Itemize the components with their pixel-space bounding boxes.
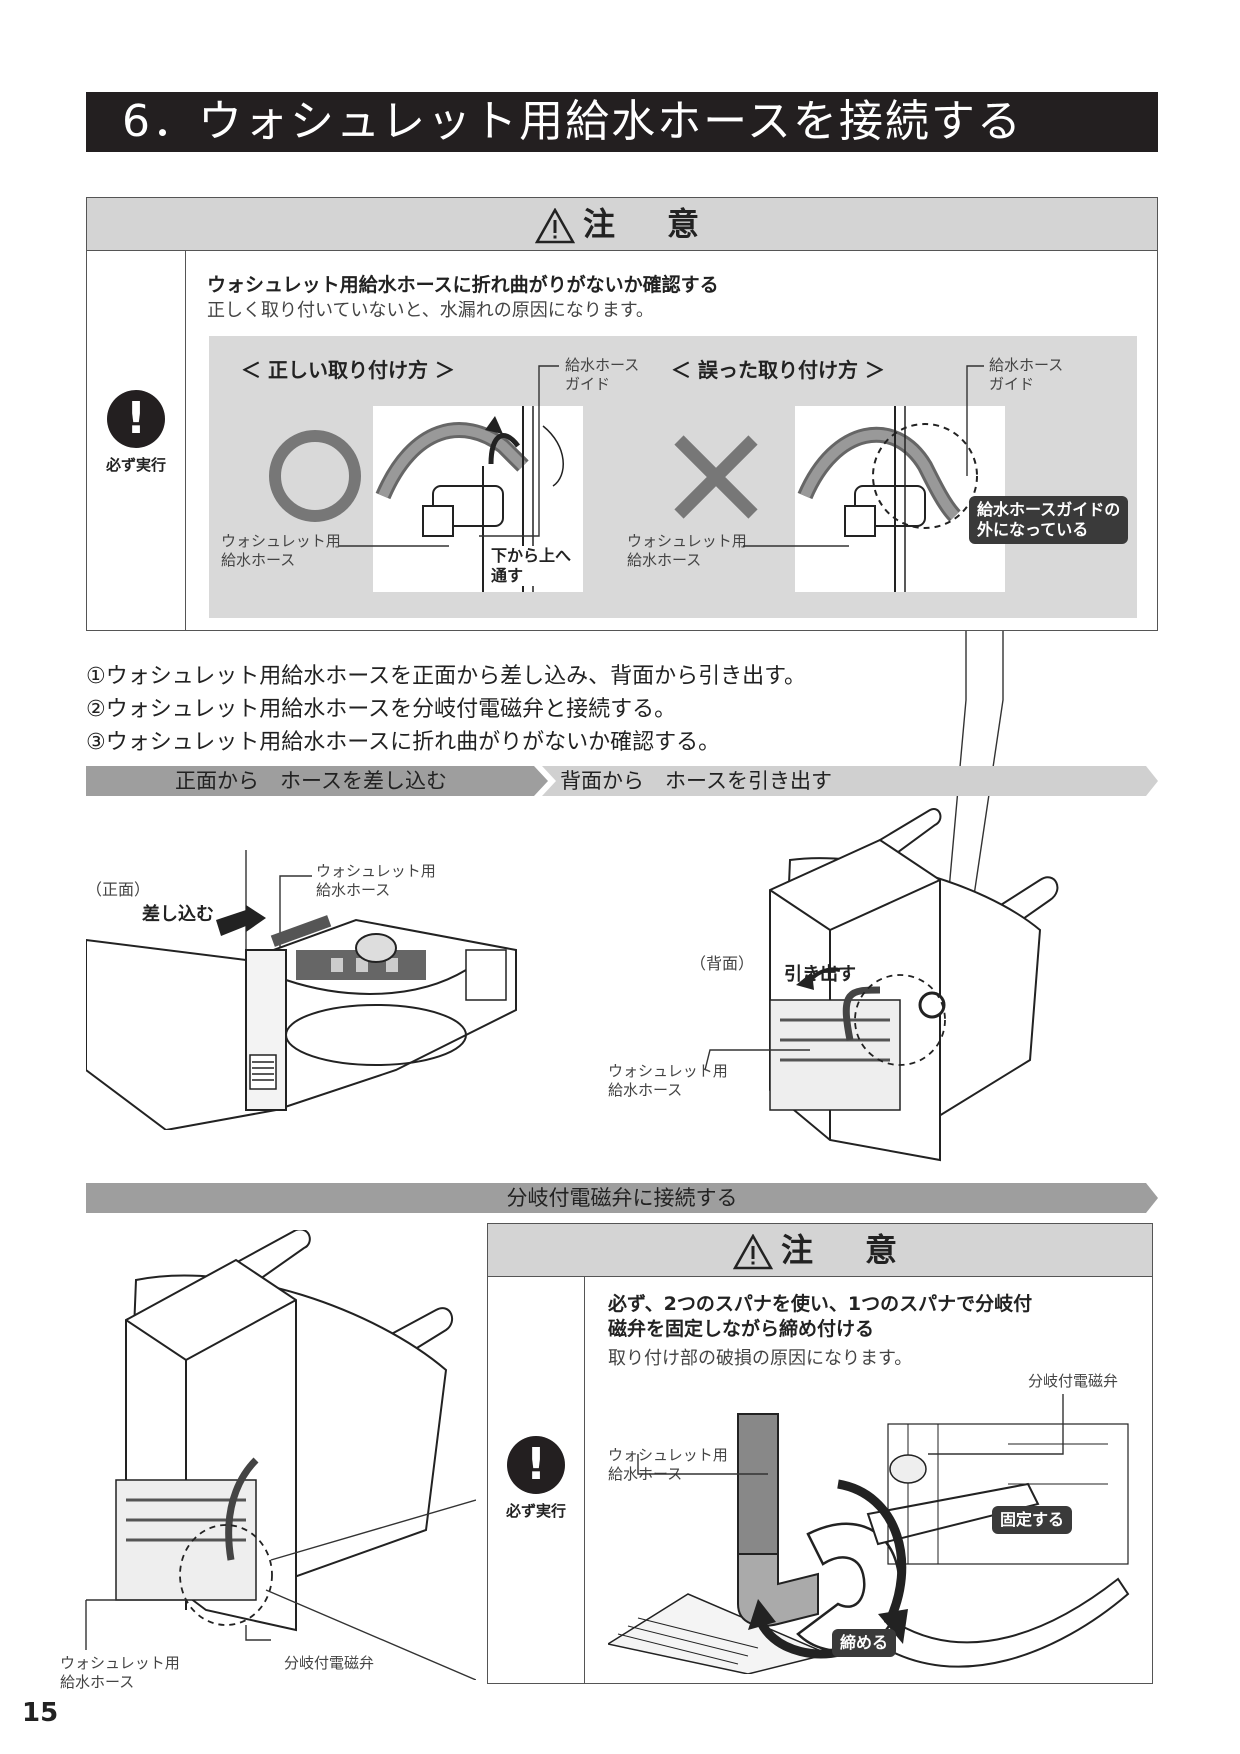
wrong-title: ＜ 誤った取り付け方 ＞ [671, 358, 885, 382]
correct-title: ＜ 正しい取り付け方 ＞ [241, 358, 455, 382]
bar-front-label: 正面から ホースを差し込む [175, 769, 447, 793]
step-1: ①ウォシュレット用給水ホースを正面から差し込み、背面から引き出す。 [86, 664, 806, 689]
caution-title: 注 意 [582, 205, 709, 243]
warning-icon [534, 208, 575, 244]
caution-subtext: 正しく取り付いていないと、水漏れの原因になります。 [207, 300, 654, 321]
caution-box: 注 意 ! 必ず実行 必ず、2つのスパナを使い、1つのスパナで分岐付 磁弁を固定… [487, 1223, 1153, 1684]
caution-header: 注 意 [87, 198, 1157, 251]
exclamation-icon: ! [107, 390, 165, 448]
caution-heading: ウォシュレット用給水ホースに折れ曲がりがないか確認する [207, 274, 719, 296]
exclamation-icon: ! [507, 1436, 565, 1494]
back-side-label: （背面） [690, 954, 755, 973]
guide-label: 給水ホース ガイド [989, 356, 1064, 393]
bar-connect-label: 分岐付電磁弁に接続する [506, 1186, 738, 1210]
caution-header: 注 意 [488, 1224, 1152, 1277]
caution-box: 注 意 ! 必ず実行 ウォシュレット用給水ホースに折れ曲がりがないか確認する 正… [86, 197, 1158, 631]
tighten-tag: 締める [832, 1629, 897, 1657]
comparison-panel: ＜ 正しい取り付け方 ＞ ＜ 誤った取り付け方 ＞ 給水ホース ガイド 給水ホー… [209, 336, 1137, 618]
bottom-hose-label: ウォシュレット用 給水ホース [60, 1654, 180, 1691]
correct-circle-icon [269, 430, 361, 522]
outside-guide-tag: 給水ホースガイドの 外になっている [969, 496, 1129, 544]
pull-label: 引き出す [784, 964, 856, 985]
steps-list: ①ウォシュレット用給水ホースを正面から差し込み、背面から引き出す。 ②ウォシュレ… [86, 660, 806, 759]
step-3: ③ウォシュレット用給水ホースに折れ曲がりがないか確認する。 [86, 730, 721, 755]
wrong-hose-illustration [797, 406, 978, 592]
mandatory-column: ! 必ず実行 [488, 1276, 585, 1683]
back-toilet-illustration [704, 808, 1059, 1162]
wrench-illustration [608, 1394, 1130, 1674]
front-hose-label: ウォシュレット用 給水ホース [316, 862, 436, 899]
warning-icon [732, 1234, 773, 1270]
hose-label: ウォシュレット用 給水ホース [627, 532, 747, 569]
step-2: ②ウォシュレット用給水ホースを分岐付電磁弁と接続する。 [86, 697, 677, 722]
front-figure: （正面） 差し込む ウォシュレット用 給水ホース [85, 850, 526, 1132]
process-bar-2 [86, 1183, 1158, 1213]
back-hose-label: ウォシュレット用 給水ホース [608, 1062, 728, 1099]
correct-hose-illustration [375, 406, 564, 592]
process-bar-1 [86, 766, 1158, 796]
valve-overview-figure [56, 1228, 477, 1681]
caution-heading: 必ず、2つのスパナを使い、1つのスパナで分岐付 磁弁を固定しながら締め付ける [608, 1293, 1033, 1340]
valve-toilet-illustration [85, 1228, 477, 1681]
caution-title: 注 意 [780, 1231, 907, 1269]
bar-back-label: 背面から ホースを引き出す [560, 769, 832, 793]
caution-subtext: 取り付け部の破損の原因になります。 [608, 1348, 913, 1369]
wrong-cross-icon [674, 435, 758, 519]
mandatory-column: ! 必ず実行 [87, 250, 186, 630]
back-figure: （背面） 引き出す ウォシュレット用 給水ホース [600, 800, 1120, 1170]
label-leaders [339, 365, 984, 547]
mandatory-label: 必ず実行 [505, 1502, 566, 1520]
insert-label: 差し込む [142, 904, 214, 925]
guide-label: 給水ホース ガイド [565, 356, 640, 393]
fix-tag: 固定する [992, 1506, 1073, 1534]
page-title: 6．ウォシュレット用給水ホースを接続する [86, 92, 1158, 152]
page-number: 15 [22, 1698, 59, 1728]
bottom-up-note: 下から上へ 通す [491, 546, 572, 586]
bottom-valve-label: 分岐付電磁弁 [284, 1654, 375, 1672]
valve-label: 分岐付電磁弁 [1028, 1372, 1119, 1390]
mandatory-label: 必ず実行 [105, 456, 166, 474]
hose-label: ウォシュレット用 給水ホース [221, 532, 341, 569]
front-side-label: （正面） [86, 880, 151, 899]
front-toilet-illustration [85, 850, 517, 1132]
